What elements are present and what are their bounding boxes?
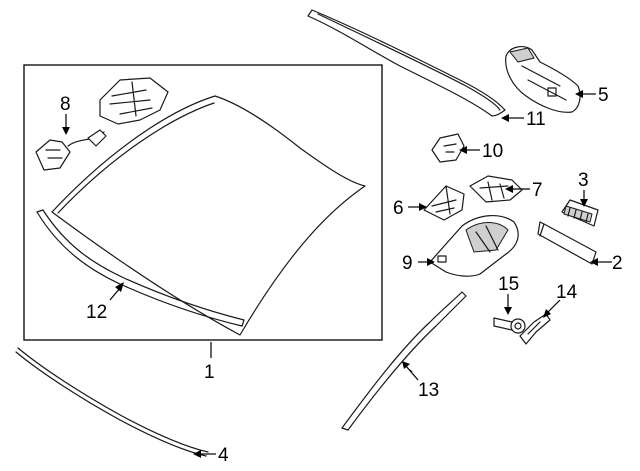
upper-molding-11 — [307, 9, 506, 117]
reveal-molding-12 — [36, 209, 245, 327]
callout-10: 10 — [482, 141, 503, 162]
callout-12: 12 — [86, 302, 107, 323]
callout-6: 6 — [393, 198, 404, 219]
mirror-cover-9 — [429, 215, 519, 277]
callout-4: 4 — [218, 445, 229, 466]
callout-13: 13 — [418, 380, 439, 401]
lower-seal-4 — [15, 347, 209, 457]
retainer-bracket-7 — [469, 175, 523, 203]
clip-10 — [431, 133, 465, 163]
callout-8: 8 — [60, 94, 71, 115]
callout-5: 5 — [598, 85, 609, 106]
side-molding-13 — [341, 291, 467, 431]
mounting-bracket-6 — [423, 185, 465, 221]
sensor-bracket-8 — [35, 77, 169, 171]
trim-strip-2 — [537, 221, 597, 265]
callout-15: 15 — [498, 274, 519, 295]
callout-11: 11 — [526, 109, 546, 130]
windshield-assembly-frame — [23, 64, 383, 341]
leader-lines — [62, 90, 612, 458]
callout-14: 14 — [556, 282, 578, 303]
retainer-pin-15 — [493, 317, 526, 334]
rearview-mirror-5 — [505, 46, 581, 113]
sensor-clip-3 — [561, 199, 599, 227]
callout-1: 1 — [204, 362, 215, 383]
windshield-glass — [51, 95, 366, 336]
callout-9: 9 — [402, 253, 413, 274]
spring-clip-14 — [519, 313, 551, 345]
callout-2: 2 — [612, 253, 623, 274]
callout-3: 3 — [578, 170, 589, 191]
callout-7: 7 — [532, 180, 543, 201]
